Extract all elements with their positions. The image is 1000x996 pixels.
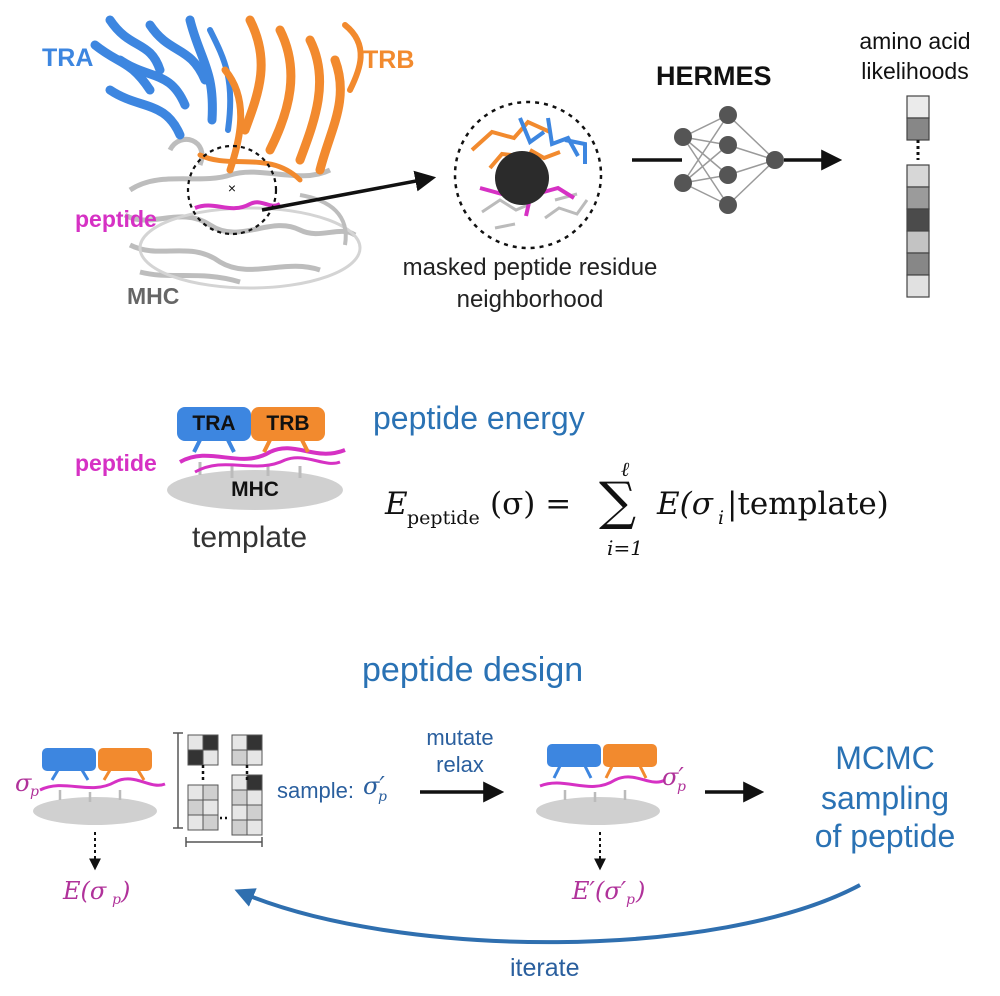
matrix-cell <box>231 789 248 806</box>
panel-b-title: peptide energy <box>373 400 585 436</box>
energy-left-close: ) <box>121 877 131 905</box>
mhc-label-top: MHC <box>127 283 180 309</box>
energy-right: E′(σ′ <box>572 877 627 905</box>
zoom-arrow <box>261 170 437 212</box>
mcmc-line1: MCMC <box>835 740 935 776</box>
energy-equation: E peptide (σ) = ℓ ∑ i=1 E(σ i |template) <box>385 458 895 565</box>
matrix-cell <box>202 749 219 766</box>
mhc-label-template: MHC <box>231 478 279 501</box>
likelihood-cell <box>906 186 930 210</box>
trb-box <box>251 407 325 441</box>
sigma-prime-right: σ′ <box>662 763 684 791</box>
likelihood-column <box>906 95 930 298</box>
mcmc-line3: of peptide <box>814 818 956 854</box>
likelihood-cell <box>906 274 930 298</box>
equation-E: E <box>385 486 408 522</box>
template-caption: template <box>192 521 308 554</box>
matrix-cell <box>202 814 219 831</box>
likelihood-cell <box>906 208 930 232</box>
mutate-label: mutate <box>426 725 494 750</box>
sample-sigma-sub: p <box>378 789 387 805</box>
tra-label: TRA <box>42 44 94 72</box>
matrix-cell <box>231 804 248 821</box>
tra-box-label: TRA <box>192 412 236 435</box>
matrix-cell <box>246 734 263 751</box>
sigma-p-left-sub: p <box>30 784 39 800</box>
matrix-cell <box>231 749 248 766</box>
equation-sum-symbol: ∑ <box>599 472 637 532</box>
neighborhood-caption-line1: masked peptide residue <box>402 254 658 281</box>
matrix-cell <box>246 789 263 806</box>
output-label-line2: likelihoods <box>861 58 969 84</box>
likelihood-cell <box>906 95 930 119</box>
energy-right-close: ) <box>636 877 646 905</box>
energy-left: E(σ <box>63 877 107 905</box>
matrix-cell <box>231 774 248 791</box>
template-right <box>536 744 666 871</box>
matrix-cell <box>187 749 204 766</box>
matrix-cell <box>246 749 263 766</box>
sample-sigma: σ′ <box>363 772 385 800</box>
iterate-label: iterate <box>510 954 580 982</box>
iterate-arrow <box>234 883 861 945</box>
equation-lhs: (σ) = <box>490 486 572 522</box>
matrix-cell <box>187 814 204 831</box>
relax-label: relax <box>436 752 484 777</box>
mcmc-line2: sampling <box>820 780 950 816</box>
equation-subscript: peptide <box>407 507 480 529</box>
hermes-label: HERMES <box>656 61 772 91</box>
energy-left-sub: p <box>112 892 121 908</box>
trb-chain-ribbon <box>197 15 364 183</box>
panel-c-title: peptide design <box>362 651 584 689</box>
matrix-cell <box>246 774 263 791</box>
likelihood-cell <box>906 230 930 254</box>
masked-neighborhood <box>453 100 603 250</box>
matrix-cell <box>202 734 219 751</box>
tra-chain-ribbon <box>90 15 234 140</box>
likelihood-cell <box>906 117 930 141</box>
template-illustration <box>167 407 346 510</box>
matrix-cell <box>187 799 204 816</box>
matrix-cell <box>187 734 204 751</box>
matrix-cell <box>231 819 248 836</box>
energy-right-sub: p <box>626 892 635 908</box>
zoom-circle-small: × <box>186 144 278 236</box>
equation-sum-upper: ℓ <box>620 457 630 481</box>
svg-text:×: × <box>228 180 236 196</box>
matrix-cell <box>246 804 263 821</box>
peptide-label-template: peptide <box>75 450 157 476</box>
trb-box-label: TRB <box>266 412 310 435</box>
equation-rhs: E(σ <box>657 486 713 522</box>
likelihood-cell <box>906 164 930 188</box>
peptide-backbone-small <box>194 200 282 211</box>
template-left <box>33 748 166 871</box>
output-label-line1: amino acid <box>859 28 971 54</box>
sigma-prime-right-sub: p <box>677 779 686 795</box>
peptide-label-top: peptide <box>75 206 157 232</box>
sampling-matrix <box>173 732 263 847</box>
matrix-cell <box>202 784 219 801</box>
equation-sum-lower: i=1 <box>607 536 643 560</box>
equation-rhs-tail: |template) <box>727 486 889 522</box>
matrix-cell <box>246 819 263 836</box>
neighborhood-caption-line2: neighborhood <box>456 286 604 313</box>
matrix-cell <box>187 784 204 801</box>
trb-label: TRB <box>363 46 415 74</box>
sigma-p-left: σ <box>15 769 32 797</box>
sample-label: sample: <box>277 778 355 803</box>
matrix-cell <box>202 799 219 816</box>
tra-box <box>177 407 251 441</box>
hermes-network <box>632 106 843 214</box>
matrix-cell <box>231 734 248 751</box>
equation-rhs-subscript: i <box>718 507 725 529</box>
mhc-structure <box>123 136 362 290</box>
likelihood-cell <box>906 252 930 276</box>
